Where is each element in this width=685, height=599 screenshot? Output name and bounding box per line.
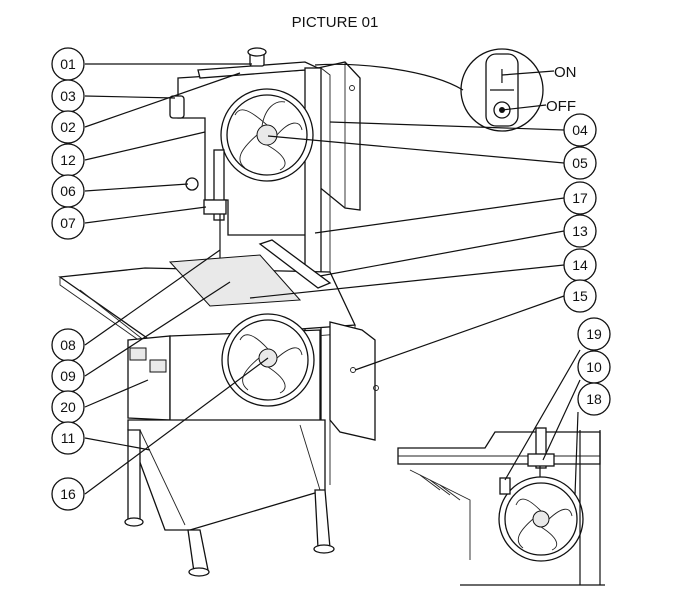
svg-text:06: 06	[60, 183, 76, 199]
callout-11: 11	[51, 421, 85, 455]
upper-door	[317, 61, 361, 211]
lower-door	[329, 321, 376, 441]
callout-20: 20	[51, 390, 85, 424]
on-label: ON	[554, 64, 577, 81]
svg-text:13: 13	[572, 223, 588, 239]
off-label: OFF	[546, 98, 576, 115]
callout-markers: 01 03 02 12 06 07 08 09 20 11 16 04 05 1…	[51, 47, 611, 511]
lower-wheel	[221, 313, 315, 407]
svg-text:07: 07	[60, 215, 76, 231]
svg-text:02: 02	[60, 119, 76, 135]
detail-guide	[535, 427, 547, 469]
callout-17: 17	[563, 181, 597, 215]
svg-text:14: 14	[572, 257, 588, 273]
svg-text:16: 16	[60, 486, 76, 502]
svg-text:12: 12	[60, 152, 76, 168]
svg-text:15: 15	[572, 288, 588, 304]
svg-text:04: 04	[572, 122, 588, 138]
svg-text:09: 09	[60, 368, 76, 384]
detail-table	[397, 431, 601, 465]
callout-01: 01	[51, 47, 85, 81]
side-knob	[169, 95, 185, 119]
svg-text:17: 17	[572, 190, 588, 206]
detail-inset	[397, 427, 605, 586]
svg-text:20: 20	[60, 399, 76, 415]
detail-wheel	[498, 476, 584, 562]
callout-09: 09	[51, 359, 85, 393]
svg-text:01: 01	[60, 56, 76, 72]
stand-base	[127, 419, 326, 531]
figure-title: PICTURE 01	[292, 14, 379, 31]
blade-guide-bar	[213, 149, 225, 221]
callout-14: 14	[563, 248, 597, 282]
callout-13: 13	[563, 214, 597, 248]
callout-06: 06	[51, 174, 85, 208]
leg-front-right	[187, 529, 209, 573]
callout-16: 16	[51, 477, 85, 511]
svg-text:19: 19	[586, 326, 602, 342]
detail-bracket	[499, 477, 511, 495]
callout-19: 19	[577, 317, 611, 351]
svg-text:18: 18	[586, 391, 602, 407]
svg-text:11: 11	[61, 430, 76, 446]
callout-03: 03	[51, 79, 85, 113]
callout-04: 04	[563, 113, 597, 147]
blade-guide	[203, 199, 227, 215]
upper-wheel	[220, 88, 314, 182]
leg-front-left	[127, 429, 141, 521]
svg-text:03: 03	[60, 88, 76, 104]
callout-07: 07	[51, 206, 85, 240]
callout-05: 05	[563, 146, 597, 180]
callout-08: 08	[51, 328, 85, 362]
callout-12: 12	[51, 143, 85, 177]
callout-10: 10	[577, 350, 611, 384]
callout-18: 18	[577, 382, 611, 416]
on-symbol: |	[500, 67, 504, 84]
rip-fence	[258, 239, 332, 289]
bandsaw-machine	[58, 47, 379, 577]
power-switch-inset: | ON OFF	[460, 48, 577, 132]
svg-text:08: 08	[60, 337, 76, 353]
leader-lines	[84, 63, 581, 496]
leg-rear	[314, 489, 331, 549]
svg-text:10: 10	[586, 359, 602, 375]
svg-text:05: 05	[572, 155, 588, 171]
callout-15: 15	[563, 279, 597, 313]
callout-02: 02	[51, 110, 85, 144]
